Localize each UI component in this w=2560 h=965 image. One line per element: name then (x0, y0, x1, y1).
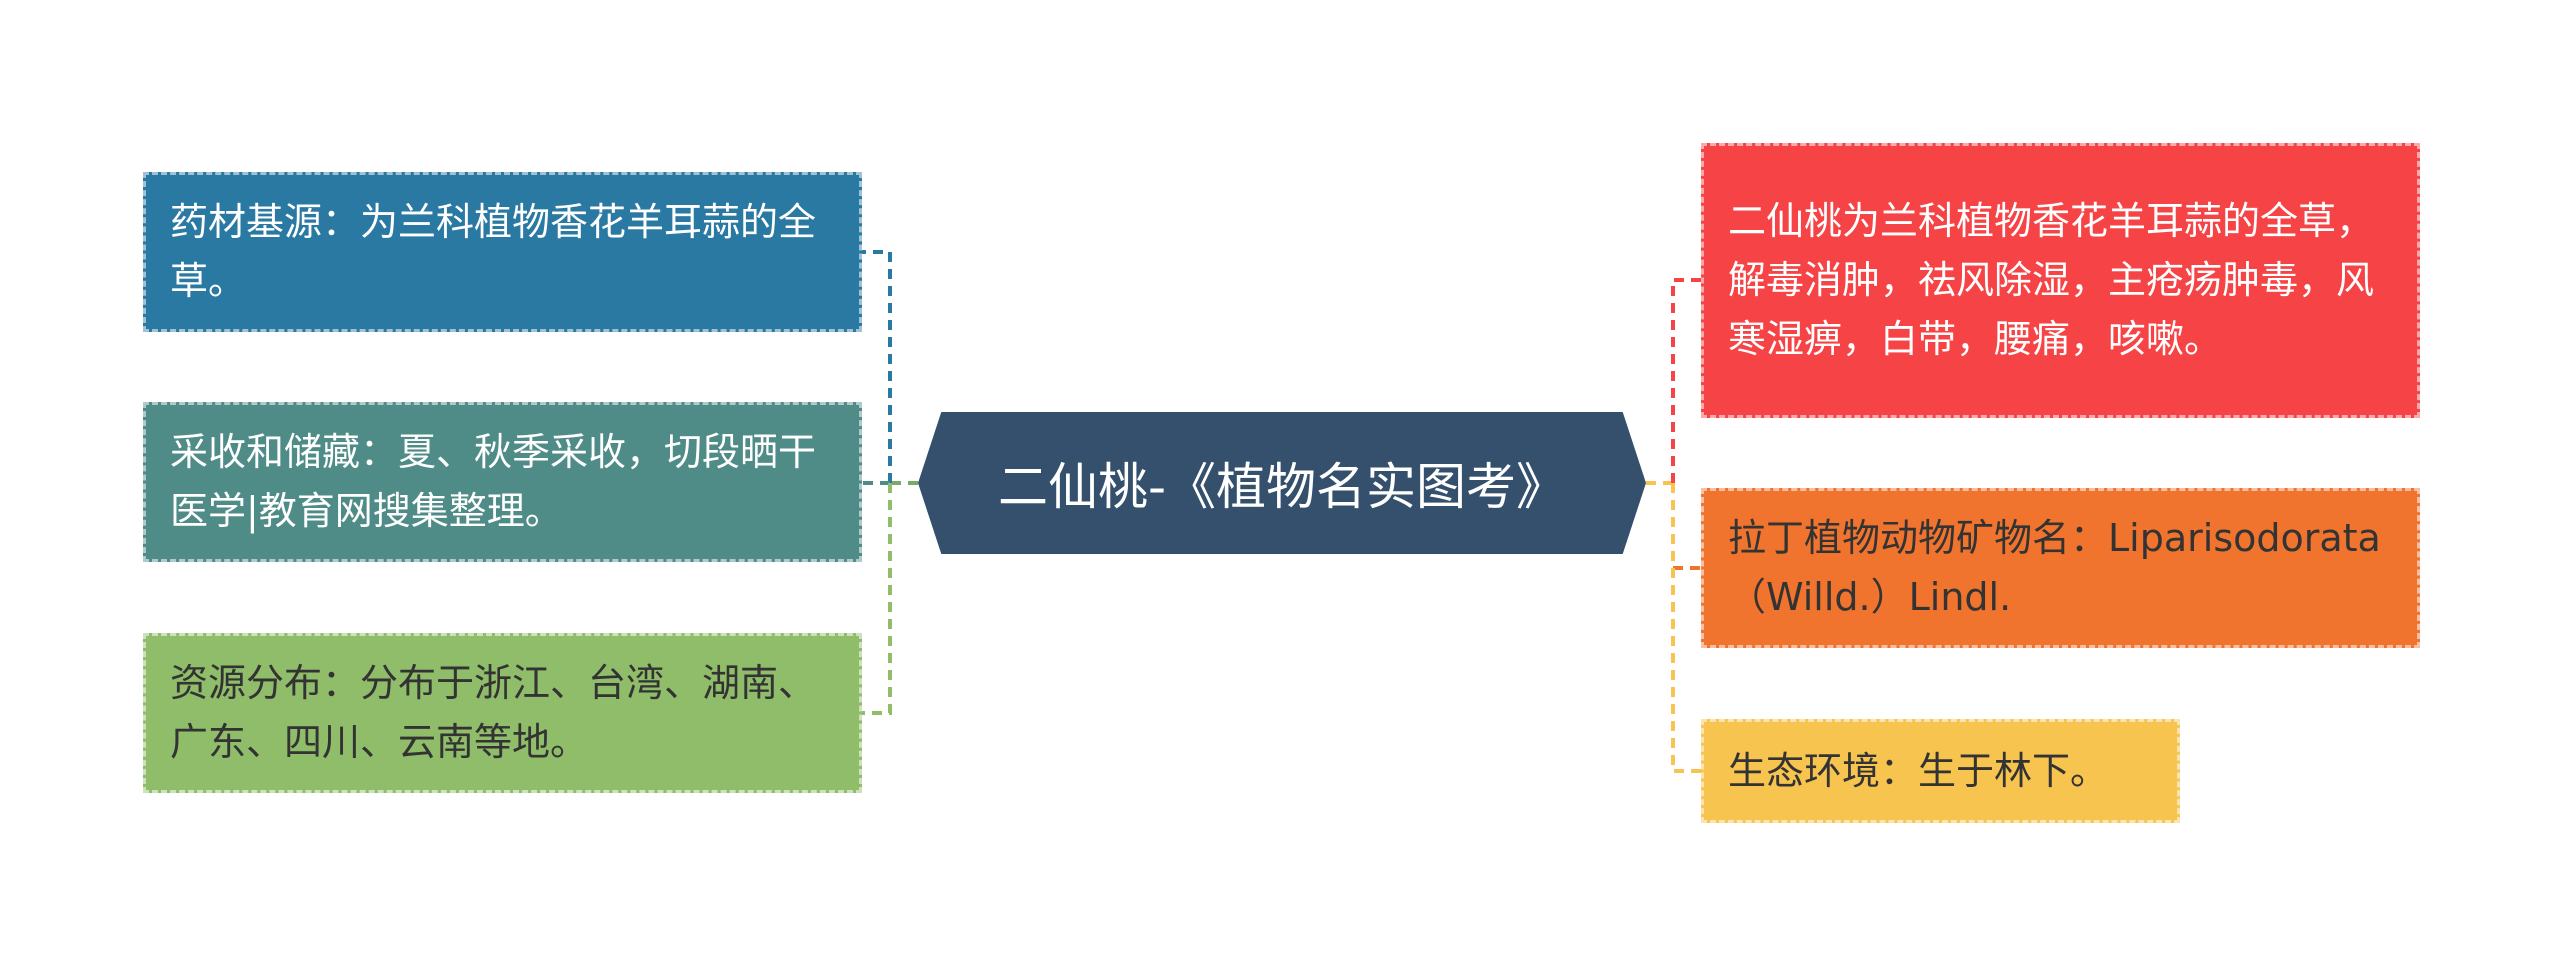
branch-distribution[interactable]: 资源分布：分布于浙江、台湾、湖南、广东、四川、云南等地。 (143, 633, 862, 793)
branch-source[interactable]: 药材基源：为兰科植物香花羊耳蒜的全草。 (143, 172, 862, 332)
branch-effects[interactable]: 二仙桃为兰科植物香花羊耳蒜的全草，解毒消肿，祛风除湿，主疮疡肿毒，风寒湿痹，白带… (1701, 143, 2420, 418)
branch-habitat-text: 生态环境：生于林下。 (1728, 748, 2109, 793)
branch-distribution-text: 资源分布：分布于浙江、台湾、湖南、广东、四川、云南等地。 (170, 661, 817, 764)
branch-source-text: 药材基源：为兰科植物香花羊耳蒜的全草。 (170, 200, 817, 303)
central-topic-label: 二仙桃-《植物名实图考》 (997, 458, 1567, 516)
connector-effects (1671, 278, 1701, 483)
central-topic[interactable]: 二仙桃-《植物名实图考》 (918, 412, 1646, 554)
connector-habitat (1671, 483, 1701, 773)
connector-distribution (862, 483, 892, 715)
branch-effects-text: 二仙桃为兰科植物香花羊耳蒜的全草，解毒消肿，祛风除湿，主疮疡肿毒，风寒湿痹，白带… (1728, 199, 2375, 361)
branch-harvest[interactable]: 采收和储藏：夏、秋季采收，切段晒干医学|教育网搜集整理。 (143, 402, 862, 562)
branch-latin-name-text: 拉丁植物动物矿物名：Liparisodorata（Willd.）Lindl. (1728, 516, 2381, 619)
branch-harvest-text: 采收和储藏：夏、秋季采收，切段晒干医学|教育网搜集整理。 (170, 430, 817, 533)
connector-latin (1671, 483, 1701, 570)
connector-source (862, 250, 892, 483)
branch-latin-name[interactable]: 拉丁植物动物矿物名：Liparisodorata（Willd.）Lindl. (1701, 488, 2420, 648)
branch-habitat[interactable]: 生态环境：生于林下。 (1701, 719, 2180, 823)
